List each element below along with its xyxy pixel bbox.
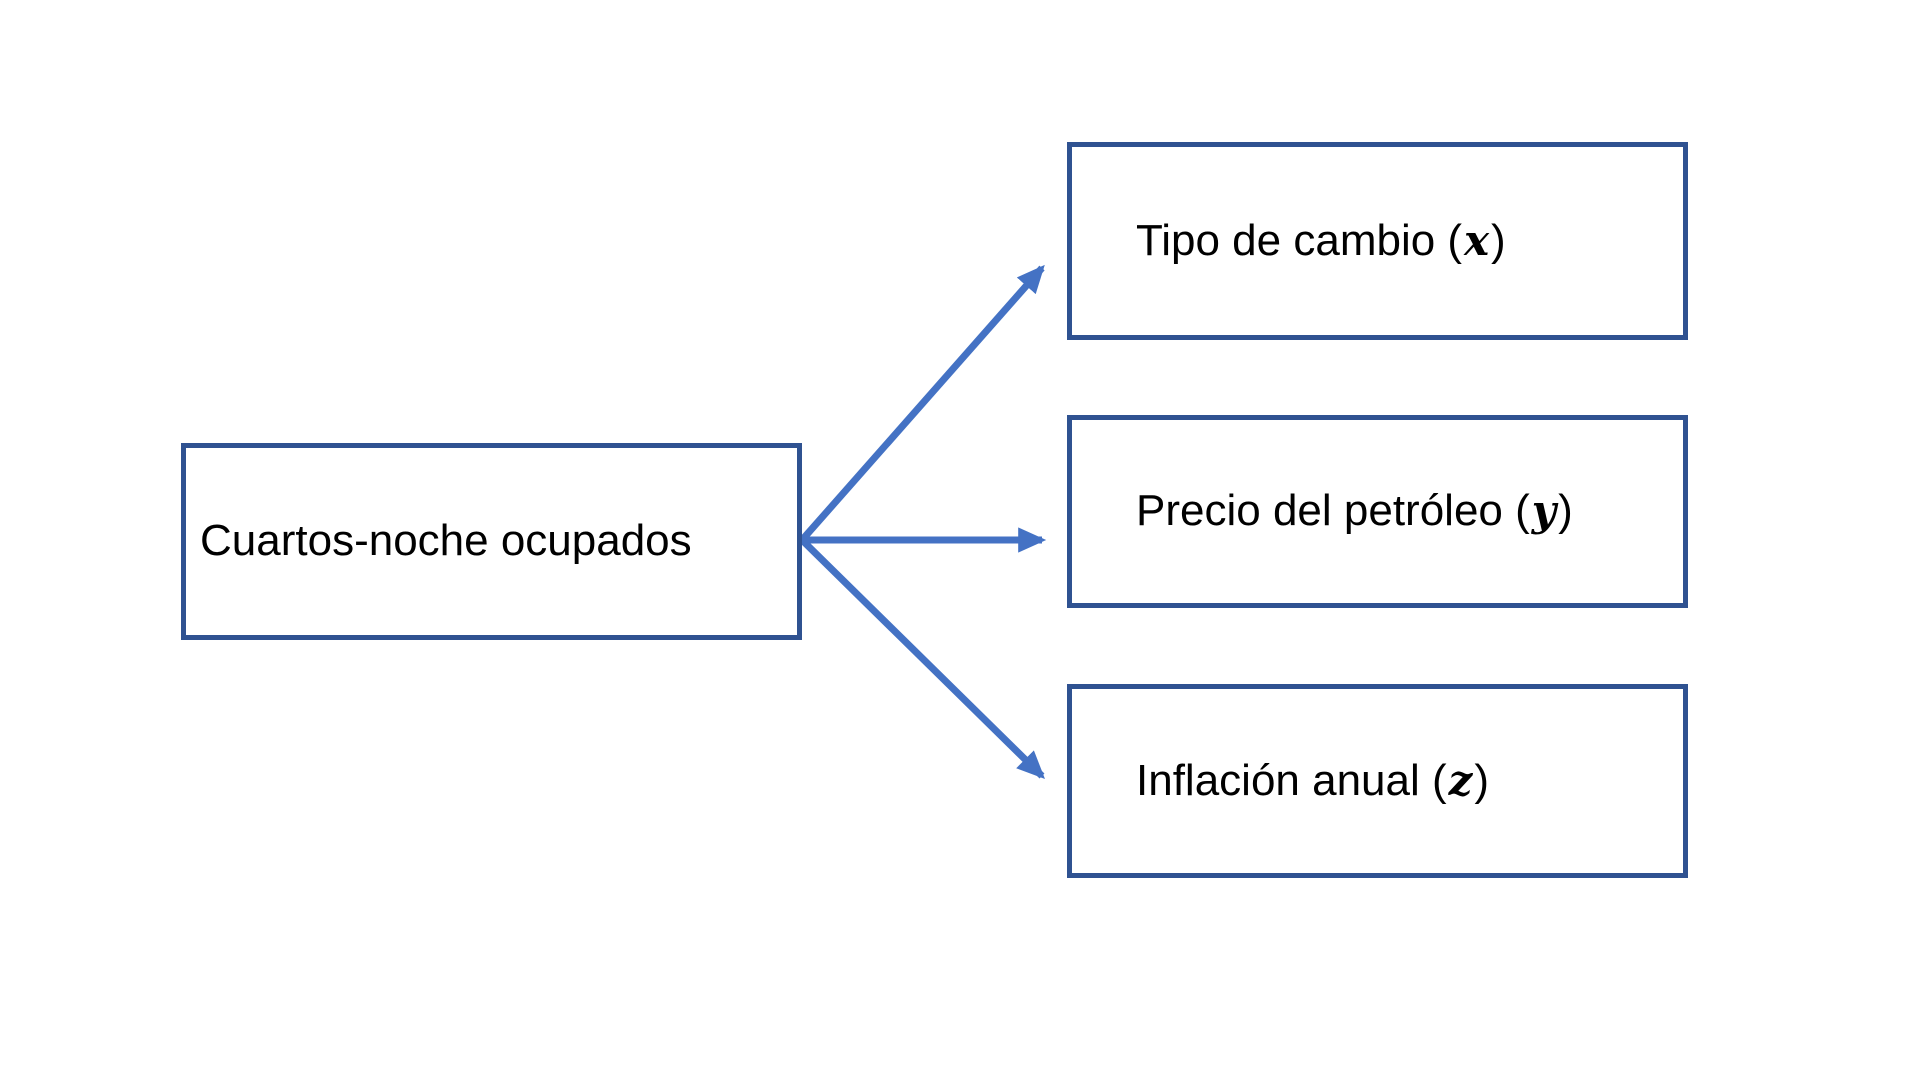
label-suffix: ) xyxy=(1491,215,1506,265)
variable-y: y xyxy=(1531,486,1557,536)
box-target-x-label: Tipo de cambio (x) xyxy=(1136,216,1506,267)
box-target-y-label: Precio del petróleo (y) xyxy=(1136,486,1573,537)
box-inflacion-anual: Inflación anual (z) xyxy=(1067,684,1688,878)
label-suffix: ) xyxy=(1558,486,1573,536)
label-suffix: ) xyxy=(1474,755,1490,805)
variable-x: x xyxy=(1464,215,1489,265)
label-prefix: Tipo de cambio ( xyxy=(1136,215,1463,265)
label-prefix: Inflación anual ( xyxy=(1136,755,1447,805)
box-cuartos-noche-ocupados: Cuartos-noche ocupados xyxy=(181,443,802,640)
variable-z: z xyxy=(1448,755,1473,805)
arrow-to-tipo-de-cambio xyxy=(799,264,1045,543)
box-target-z-label: Inflación anual (z) xyxy=(1136,756,1489,807)
box-tipo-de-cambio: Tipo de cambio (x) xyxy=(1067,142,1688,340)
label-prefix: Precio del petróleo ( xyxy=(1136,486,1530,536)
box-source-label: Cuartos-noche ocupados xyxy=(200,516,692,566)
arrow-to-inflacion-anual xyxy=(799,537,1045,779)
box-precio-del-petroleo: Precio del petróleo (y) xyxy=(1067,415,1688,608)
